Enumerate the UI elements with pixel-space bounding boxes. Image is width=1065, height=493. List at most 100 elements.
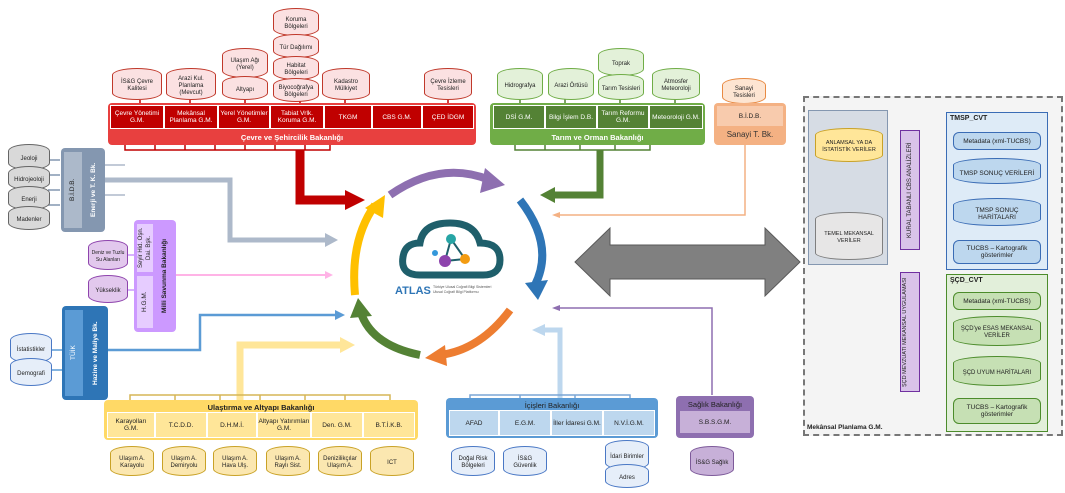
cyl-karayolu: Ulaşım A. Karayolu [110,446,154,476]
saglik-title: Sağlık Bakanlığı [687,400,743,409]
cyl-anlamsal: ANLAMSAL YA DA İSTATİSTİK VERİLER [815,128,883,162]
tarim-flow-arrow [555,150,604,199]
cyl-kadastro: Kadastro Mülkiyet [322,68,370,100]
cyl-scd-uyum-haritalari: ŞÇD UYUM HARİTALARI [953,356,1041,386]
scd-kartografik: TUCBS – Kartografik gösterimler [953,398,1041,424]
hazine-ministry-box: TÜİK Hazine ve Maliye Bk. [62,306,108,400]
cyl-tmsp-sonuc-verileri: TMSP SONUÇ VERİLERİ [953,158,1041,184]
savunma-unit-1: H.G.M. [137,276,153,328]
ulastirma-title: Ulaştırma ve Altyapı Bakanlığı [207,403,315,412]
sanayi-title: Sanayi T. Bk. [726,130,774,139]
cyl-ulasim-agi: Ulaşım Ağı (Yerel) [222,48,268,78]
cyl-hava: Ulaşım A. Hava Ulş. [213,446,257,476]
tmsp-title: TMSP_CVT [950,115,988,122]
cycle-arrow-purple [387,168,492,199]
cyl-temel-mekansal: TEMEL MEKANSAL VERİLER [815,212,883,260]
cyl-dogal-risk: Doğal Risk Bölgeleri [451,446,495,476]
tarim-unit-3: Meteoroloji G.M. [649,105,703,129]
cyl-altyapi: Altyapı [222,76,268,100]
enerji-title: Enerji ve T. K. Bk. [90,162,97,218]
exchange-double-arrow [574,226,801,298]
cyl-madenler: Madenler [8,206,50,230]
tarim-title: Tarım ve Orman Bakanlığı [551,133,644,142]
cyl-ict: ICT [370,446,414,476]
ulastirma-unit-4: Den. G.M. [311,412,363,438]
cyl-tmsp-sonuc-haritalari: TMSP SONUÇ HARİTALARI [953,198,1041,226]
ulastirma-flow-arrow [236,341,340,400]
cyl-sanayi-tesisleri: Sanayi Tesisleri [722,78,766,104]
ulastirma-unit-0: Karayolları G.M. [107,412,155,438]
cevre-unit-0: Çevre Yönetimi G.M. [110,105,164,129]
hazine-unit: TÜİK [65,310,83,396]
cyl-adres: Adres [605,464,649,488]
cevre-flow-arrow [295,150,345,205]
scd-metadata: Metadata (xml-TUCBS) [953,292,1041,310]
atlas-subtitle-2: Ulusal Coğrafi Bilgi Platformu [433,290,479,294]
cyl-habitat: Habitat Bölgeleri [273,56,319,80]
cevre-unit-3: Tabiat Vrlk. Koruma G.M. [270,105,324,129]
tarim-unit-2: Tarım Reformu G.M. [597,105,649,129]
icisleri-unit-2: İller İdaresi G.M. [551,410,603,436]
cyl-demografi: Demografi [10,358,52,386]
atlas-subtitle-1: Türkiye Ulusal Coğrafi Bilgi Sistemleri [433,285,492,289]
cyl-toprak: Toprak [598,48,644,76]
cyl-koruma: Koruma Bölgeleri [273,8,319,36]
kural-tabanli-label: KURAL TABANLI CBS ANALİZLERİ [900,130,920,250]
cycle-arrow-orange [439,307,514,359]
cyl-guvenlik: İS&G Güvenlik [503,446,547,476]
scd-mevzuat-label: ŞÇD MEVZUATI MEKANSAL UYGULAMASI [900,272,920,392]
icisleri-flow-arrow [545,327,563,400]
cyl-tarim-tesisleri: Tarım Tesisleri [598,74,644,100]
cyl-tur: Tür Dağılımı [273,34,319,58]
panel-footer: Mekânsal Planlama G.M. [807,424,883,431]
cevre-unit-4: TKGM [324,105,372,129]
savunma-title: Milli Savunma Bakanlığı [161,238,168,314]
tarim-unit-0: DSİ G.M. [493,105,545,129]
cyl-scd-esas-veriler: ŞÇD'ye ESAS MEKANSAL VERİLER [953,316,1041,346]
saglik-unit: S.B.S.G.M. [680,411,750,433]
cyl-yukseklik: Yükseklik [88,275,128,303]
cloud-icon [399,219,504,279]
tmsp-metadata: Metadata (xml-TUCBS) [953,132,1041,150]
cyl-deniz: Deniz ve Tuzlu Su Alanları [88,240,128,270]
enerji-flow-arrow [105,177,325,243]
cevre-unit-5: CBS G.M. [372,105,422,129]
sanayi-unit: B.İ.D.B. [717,106,783,126]
cevre-unit-6: ÇED İDGM [422,105,474,129]
cyl-jeoloji: Jeoloji [8,144,50,170]
icisleri-unit-3: N.V.İ.G.M. [603,410,655,436]
cyl-demiryolu: Ulaşım A. Demiryolu [162,446,206,476]
enerji-unit: B.İ.D.B. [64,152,82,228]
icisleri-unit-1: E.G.M. [499,410,551,436]
hazine-flow-arrow [108,313,335,352]
enerji-ministry-box: B.İ.D.B. Enerji ve T. K. Bk. [61,148,105,232]
ulastirma-unit-5: B.T.İ.K.B. [363,412,415,438]
cycle-arrow-green [356,308,421,359]
cyl-biyocografya: Biyocoğrafya Bölgeleri [273,78,319,102]
cycle-arrow-blue [516,197,547,287]
tmsp-kartografik: TUCBS – Kartografik gösterimler [953,240,1041,264]
cevre-title: Çevre ve Şehircilik Bakanlığı [240,133,344,142]
ulastirma-unit-1: T.C.D.D. [155,412,207,438]
scd-title: ŞÇD_CVT [950,277,983,284]
saglik-ministry-box: Sağlık Bakanlığı S.B.S.G.M. [676,396,754,438]
tarim-unit-1: Bilgi İşlem D.B. [545,105,597,129]
cyl-arazi-kul: Arazi Kul. Planlama (Mevcut) [166,68,216,100]
savunma-unit-0: Seyir Hid. Oşn. Dai. Bşk. [137,224,153,272]
icisleri-title: İçişleri Bakanlığı [524,401,580,410]
cyl-denizcilik: Denizilikçılar Ulaşım A. [318,446,362,476]
sanayi-ministry-box: B.İ.D.B. Sanayi T. Bk. [714,103,786,145]
savunma-ministry-box: Seyir Hid. Oşn. Dai. Bşk. H.G.M. Milli S… [134,220,176,332]
cyl-hidrografya: Hidrografya [497,68,543,100]
atlas-logo: ATLAS Türkiye Ulusal Coğrafi Bilgi Siste… [395,215,515,315]
cyl-cevre-kalite: İS&G Çevre Kalitesi [112,68,162,100]
ulastirma-unit-2: D.H.M.İ. [207,412,257,438]
cyl-atmosfer: Atmosfer Meteoroloji [652,68,700,100]
cyl-saglik: İS&G Sağlık [690,446,734,476]
cevre-unit-1: Mekânsal Planlama G.M. [164,105,218,129]
cyl-arazi-ortusu: Arazi Örtüsü [548,68,594,100]
cyl-rayli: Ulaşım A. Raylı Sist. [266,446,310,476]
atlas-wordmark: ATLAS [395,285,431,297]
icisleri-unit-0: AFAD [449,410,499,436]
cevre-unit-2: Yerel Yönetimler G.M. [218,105,270,129]
